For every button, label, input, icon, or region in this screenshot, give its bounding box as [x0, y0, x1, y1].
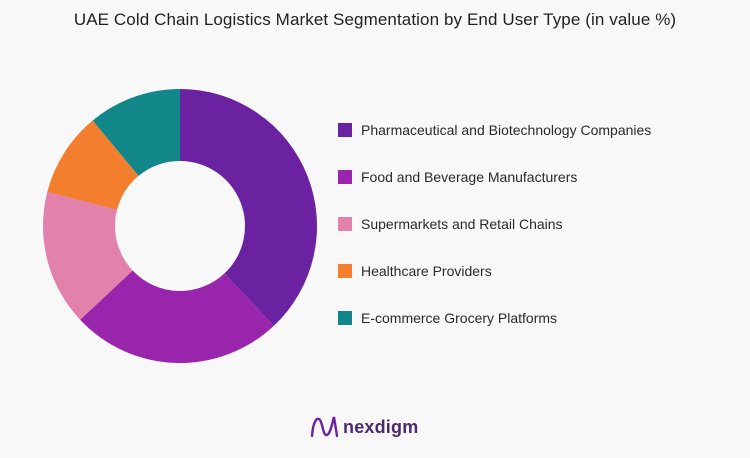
- legend-item-supermarkets: Supermarkets and Retail Chains: [338, 200, 651, 247]
- legend-item-ecommerce: E-commerce Grocery Platforms: [338, 294, 651, 341]
- donut-slice-5: [92, 89, 180, 176]
- legend-swatch: [338, 263, 352, 278]
- legend-item-food-beverage: Food and Beverage Manufacturers: [338, 153, 651, 200]
- donut-slice-3: [42, 191, 133, 320]
- donut-slice-1: [180, 89, 318, 326]
- donut-slice-2: [80, 270, 274, 364]
- legend-swatch: [338, 169, 352, 184]
- donut-slice-4: [47, 120, 139, 210]
- brand-logo: nexdigm: [309, 414, 418, 440]
- legend-label: Healthcare Providers: [361, 262, 492, 279]
- legend-label: E-commerce Grocery Platforms: [361, 309, 558, 326]
- legend-label: Pharmaceutical and Biotechnology Compani…: [361, 121, 652, 138]
- legend-item-healthcare: Healthcare Providers: [338, 247, 651, 294]
- legend-label: Food and Beverage Manufacturers: [361, 168, 578, 185]
- chart-title: UAE Cold Chain Logistics Market Segmenta…: [73, 10, 677, 29]
- nexdigm-logo-icon: [310, 416, 339, 438]
- legend-swatch: [338, 310, 352, 325]
- legend-label: Supermarkets and Retail Chains: [361, 215, 563, 232]
- brand-name: nexdigm: [343, 416, 419, 437]
- legend-swatch: [338, 216, 352, 231]
- legend-item-pharmaceutical: Pharmaceutical and Biotechnology Compani…: [338, 106, 651, 153]
- legend-swatch: [338, 122, 352, 137]
- chart-legend: Pharmaceutical and Biotechnology Compani…: [338, 106, 651, 341]
